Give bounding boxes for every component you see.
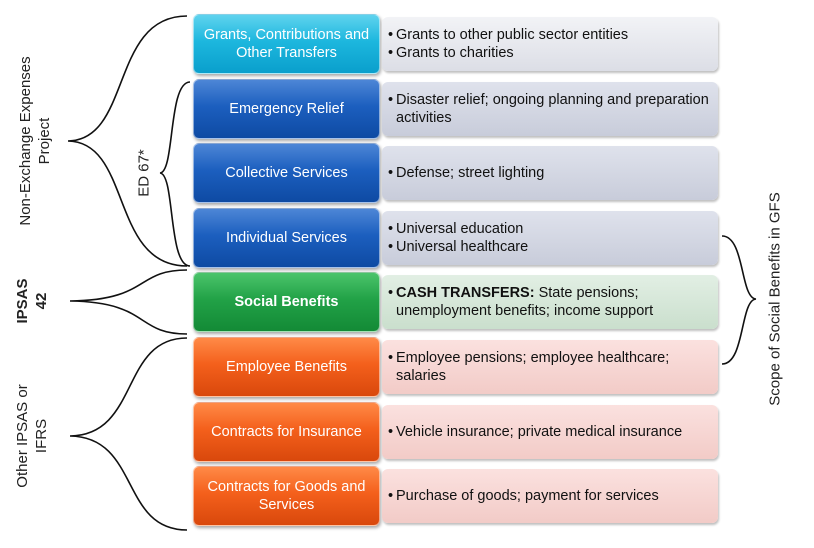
ed67-brace bbox=[159, 81, 191, 267]
non-exchange-brace bbox=[67, 15, 188, 267]
other-ipsas-brace bbox=[69, 337, 188, 531]
cash-transfers-label: CASH TRANSFERS: bbox=[396, 285, 535, 301]
description-emergency-relief: •Disaster relief; ongoing planning and p… bbox=[382, 82, 718, 136]
description-contracts-goods: •Purchase of goods; payment for services bbox=[382, 469, 718, 523]
ed67-label: ED 67* bbox=[135, 149, 153, 197]
non-exchange-label: Non-Exchange Expenses Project bbox=[17, 56, 53, 226]
ipsas42-brace bbox=[69, 269, 188, 335]
other-ipsas-label: Other IPSAS or IFRS bbox=[14, 384, 50, 488]
category-collective-services: Collective Services bbox=[193, 143, 380, 203]
category-contracts-insurance: Contracts for Insurance bbox=[193, 402, 380, 462]
description-employee-benefits: •Employee pensions; employee healthcare;… bbox=[382, 340, 718, 394]
description-grants: •Grants to other public sector entities … bbox=[382, 17, 718, 71]
category-contracts-goods: Contracts for Goods and Services bbox=[193, 466, 380, 526]
category-employee-benefits: Employee Benefits bbox=[193, 337, 380, 397]
description-collective-services: •Defense; street lighting bbox=[382, 146, 718, 200]
ipsas42-label: IPSAS 42 bbox=[14, 278, 50, 324]
category-social-benefits: Social Benefits bbox=[193, 272, 380, 332]
scope-brace bbox=[721, 235, 757, 365]
category-grants: Grants, Contributions and Other Transfer… bbox=[193, 14, 380, 74]
category-individual-services: Individual Services bbox=[193, 208, 380, 268]
description-social-benefits: •CASH TRANSFERS: State pensions; unemplo… bbox=[382, 275, 718, 329]
category-emergency-relief: Emergency Relief bbox=[193, 79, 380, 139]
description-contracts-insurance: •Vehicle insurance; private medical insu… bbox=[382, 405, 718, 459]
scope-label: Scope of Social Benefits in GFS bbox=[766, 192, 784, 406]
description-individual-services: •Universal education •Universal healthca… bbox=[382, 211, 718, 265]
